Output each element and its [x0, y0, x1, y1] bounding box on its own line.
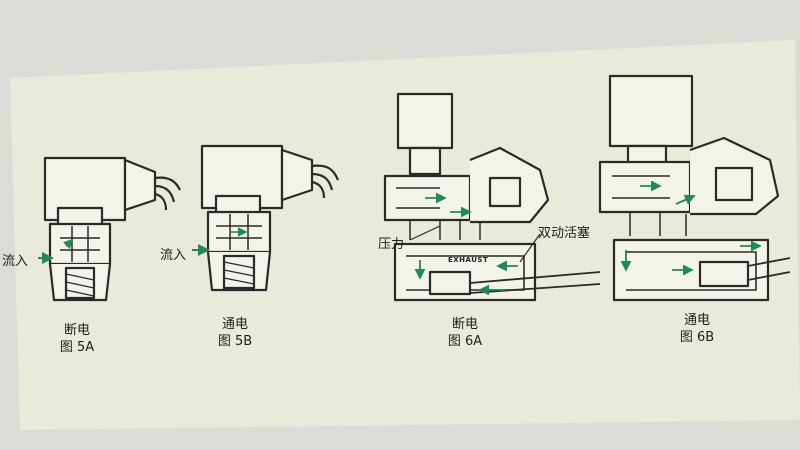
pressure-label: 压力 [378, 237, 405, 252]
figure-label: 图 5A [59, 340, 95, 355]
leader-line [409, 225, 441, 241]
paper-sheet [10, 40, 800, 430]
figure-caption-5b: 通电 图 5B [200, 316, 270, 350]
flow-arrow [675, 194, 696, 205]
valve-5a [43, 156, 181, 302]
figure-label: 图 5B [217, 334, 253, 349]
figure-label: 图 6A [447, 334, 483, 349]
flow-arrow [62, 238, 74, 250]
piston-label: 双动活塞 [538, 226, 591, 241]
exhaust-label: EXHAUST [448, 256, 489, 264]
valve-5b [200, 144, 340, 292]
figure-caption-5a: 断电 图 5A [42, 322, 112, 356]
inflow-label-5b: 流入 [160, 248, 187, 263]
figure-state: 通电 [683, 313, 710, 328]
figure-state: 断电 [451, 317, 478, 332]
valve-6a [383, 92, 601, 302]
figure-label: 图 6B [679, 330, 715, 345]
figure-state: 断电 [63, 323, 90, 338]
figure-state: 通电 [221, 317, 248, 332]
figure-caption-6b: 通电 图 6B [662, 312, 732, 346]
figure-caption-6a: 断电 图 6A [430, 316, 500, 350]
inflow-label-5a: 流入 [2, 254, 29, 269]
leader-line [519, 233, 541, 263]
